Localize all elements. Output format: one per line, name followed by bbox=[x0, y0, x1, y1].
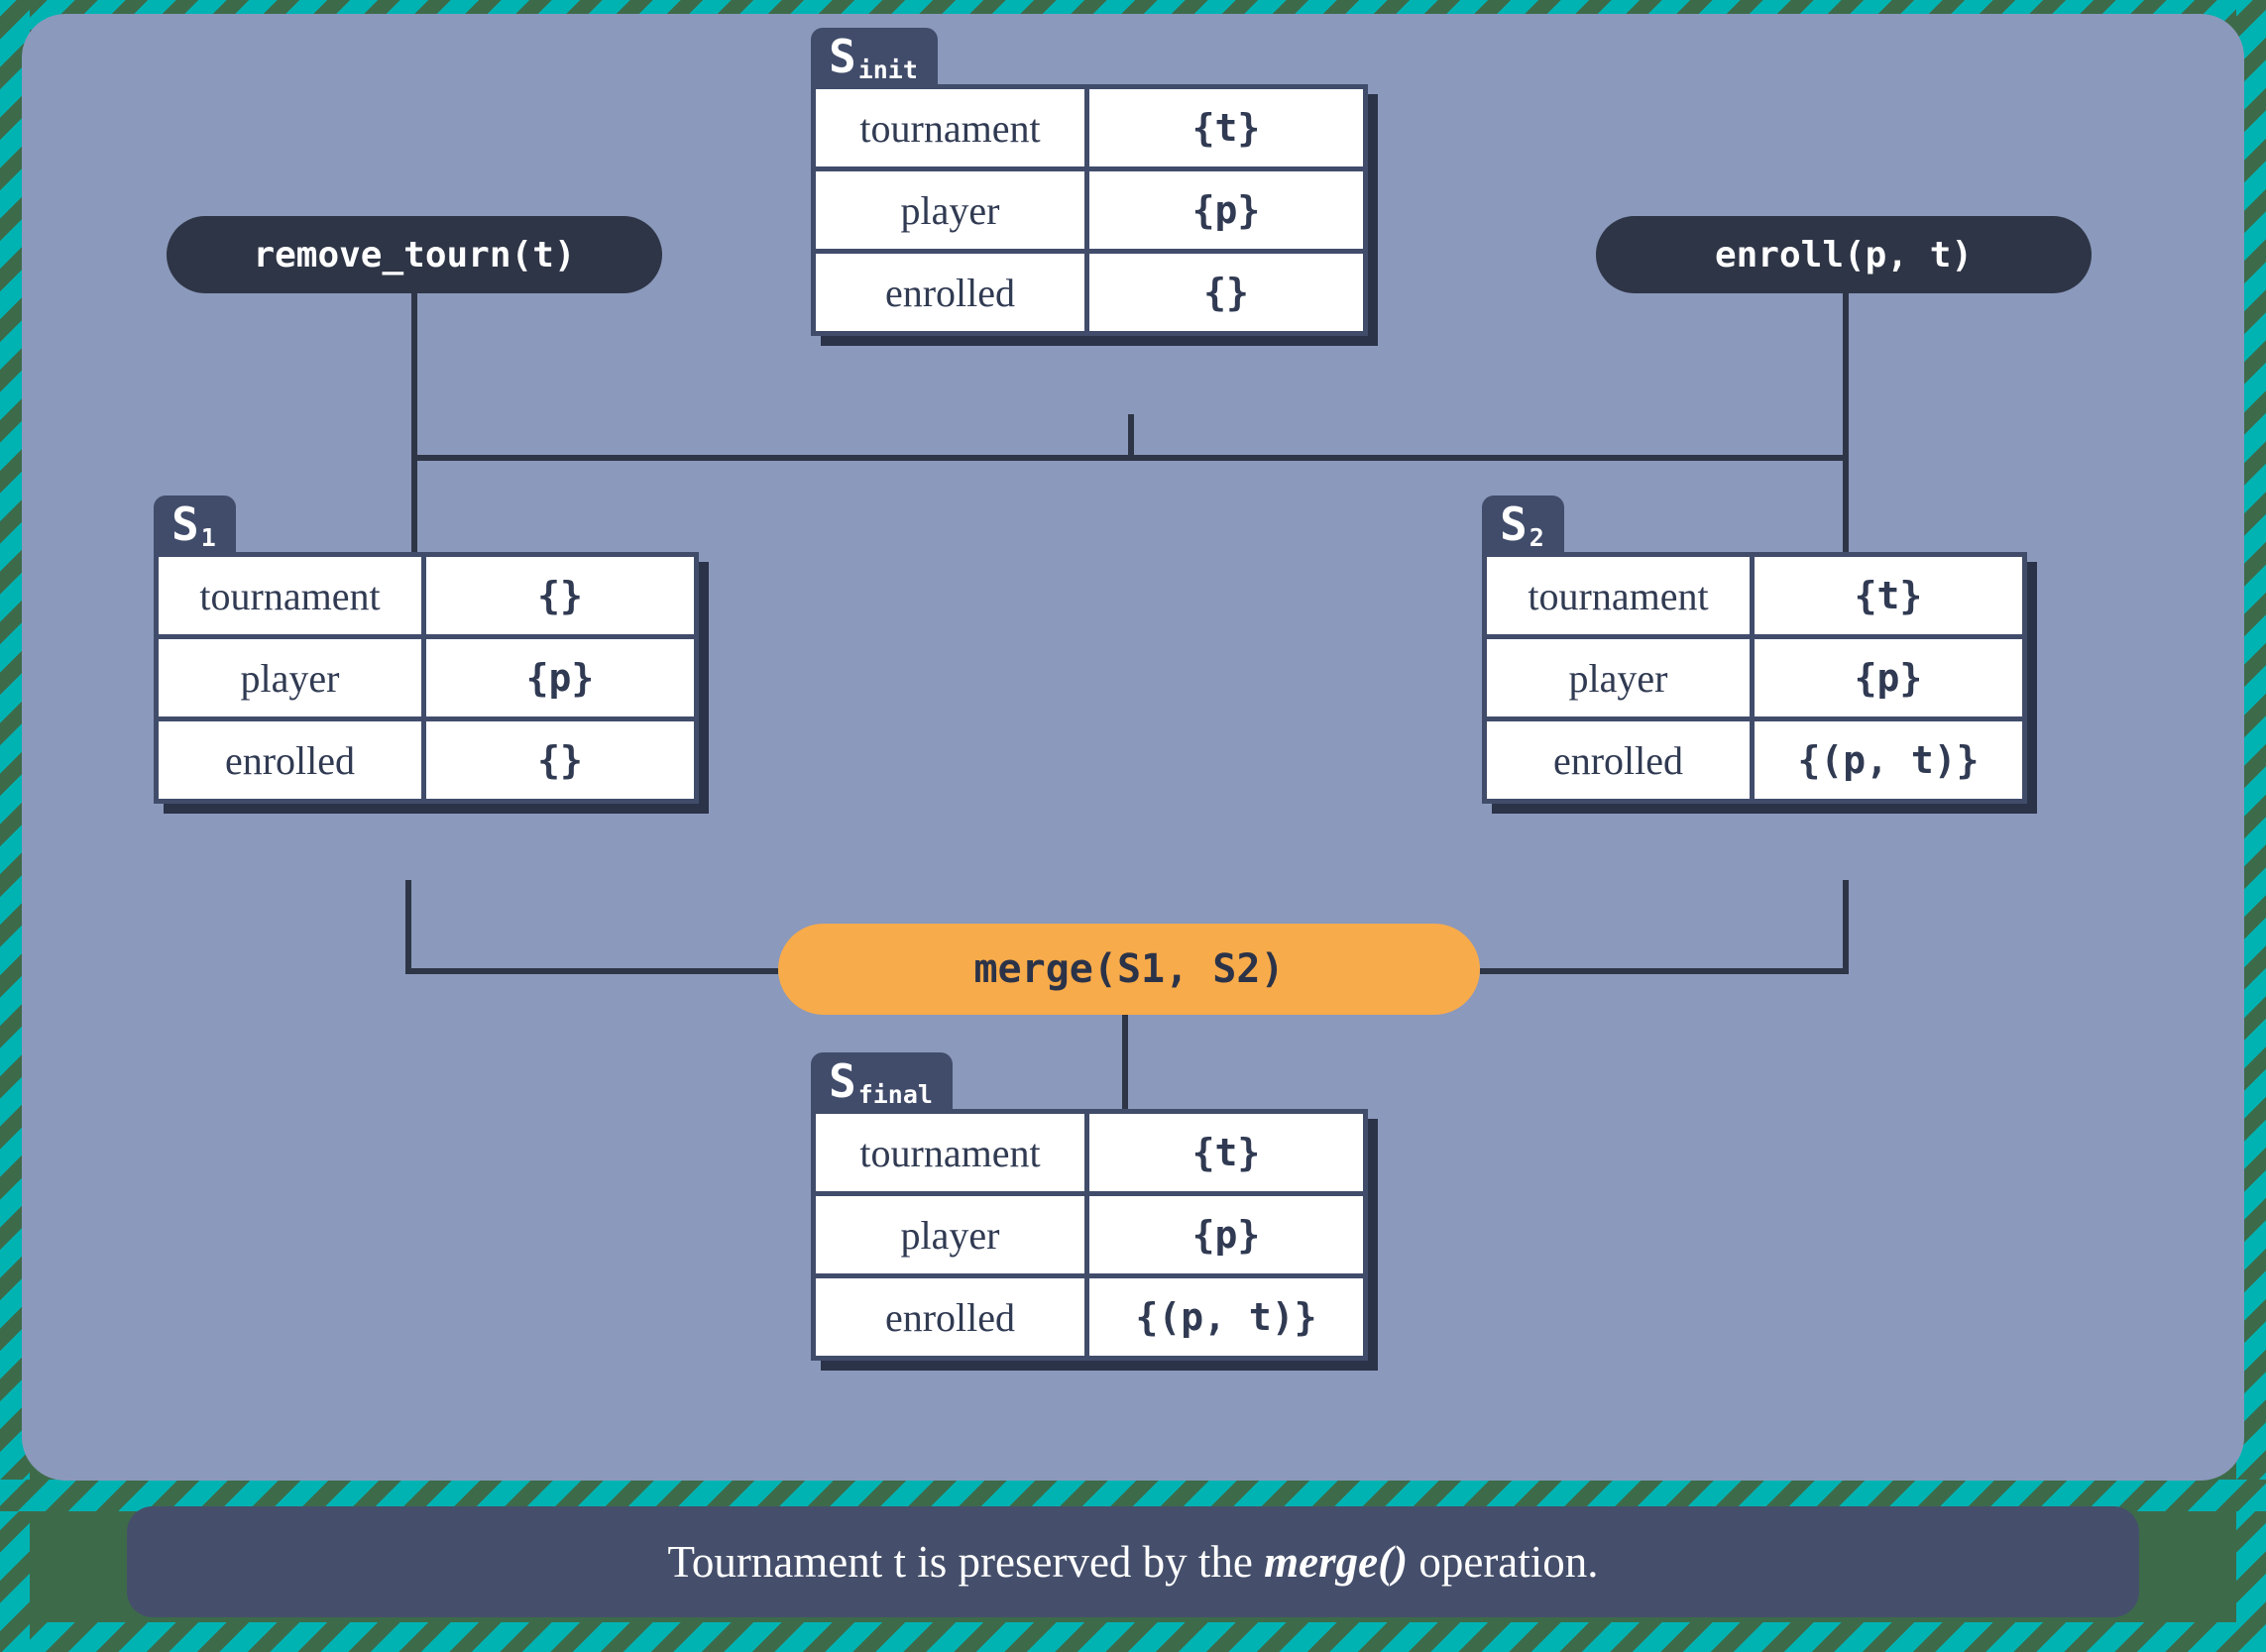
table-row: player {p} bbox=[159, 639, 694, 721]
caption-emphasis: merge() bbox=[1264, 1537, 1409, 1587]
operation-merge[interactable]: merge(S1, S2) bbox=[778, 924, 1480, 1015]
state-table-init: tournament {t} player {p} enrolled {} bbox=[811, 84, 1368, 336]
row-key: enrolled bbox=[1487, 721, 1755, 799]
row-value: {t} bbox=[1089, 89, 1363, 166]
row-value: {p} bbox=[1755, 639, 2022, 716]
operation-merge-label: merge(S1, S2) bbox=[973, 946, 1285, 992]
table-row: tournament {} bbox=[159, 557, 694, 639]
row-value: {t} bbox=[1755, 557, 2022, 634]
row-key: tournament bbox=[816, 89, 1089, 166]
operation-remove-tourn[interactable]: remove_tourn(t) bbox=[167, 216, 662, 293]
row-key: player bbox=[816, 1196, 1089, 1273]
row-value: {} bbox=[426, 721, 694, 799]
table-row: enrolled {(p, t)} bbox=[1487, 721, 2022, 799]
state-label-s1-main: S bbox=[171, 497, 199, 551]
state-label-s2-sub: 2 bbox=[1529, 523, 1544, 552]
state-label-init: Sinit bbox=[811, 28, 938, 86]
row-key: tournament bbox=[816, 1114, 1089, 1191]
state-label-s1-sub: 1 bbox=[200, 523, 216, 552]
row-value: {p} bbox=[1089, 171, 1363, 249]
operation-remove-tourn-label: remove_tourn(t) bbox=[253, 234, 576, 275]
state-table-s2: tournament {t} player {p} enrolled {(p, … bbox=[1482, 552, 2027, 804]
table-row: tournament {t} bbox=[1487, 557, 2022, 639]
row-key: enrolled bbox=[816, 254, 1089, 331]
state-card-s1: S1 tournament {} player {p} enrolled {} bbox=[154, 496, 699, 804]
table-row: enrolled {(p, t)} bbox=[816, 1278, 1363, 1356]
table-row: enrolled {} bbox=[816, 254, 1363, 331]
row-value: {} bbox=[426, 557, 694, 634]
state-label-init-sub: init bbox=[857, 55, 918, 84]
table-row: player {p} bbox=[816, 1196, 1363, 1278]
row-key: player bbox=[159, 639, 426, 716]
row-key: enrolled bbox=[159, 721, 426, 799]
row-key: tournament bbox=[1487, 557, 1755, 634]
state-label-s1: S1 bbox=[154, 496, 236, 554]
state-label-init-main: S bbox=[829, 30, 856, 83]
state-card-init: Sinit tournament {t} player {p} enrolled… bbox=[811, 28, 1368, 336]
state-card-s2: S2 tournament {t} player {p} enrolled {(… bbox=[1482, 496, 2027, 804]
state-label-s2: S2 bbox=[1482, 496, 1564, 554]
operation-enroll-label: enroll(p, t) bbox=[1714, 234, 1974, 275]
row-key: enrolled bbox=[816, 1278, 1089, 1356]
caption-text: Tournament t is preserved by the merge()… bbox=[667, 1536, 1598, 1588]
row-value: {t} bbox=[1089, 1114, 1363, 1191]
stripe-border-bottom bbox=[0, 1622, 2266, 1652]
operation-enroll[interactable]: enroll(p, t) bbox=[1596, 216, 2092, 293]
row-value: {p} bbox=[1089, 1196, 1363, 1273]
state-label-final-sub: final bbox=[857, 1080, 933, 1109]
state-table-s1: tournament {} player {p} enrolled {} bbox=[154, 552, 699, 804]
state-card-final: Sfinal tournament {t} player {p} enrolle… bbox=[811, 1052, 1368, 1361]
row-key: player bbox=[1487, 639, 1755, 716]
table-row: player {p} bbox=[816, 171, 1363, 254]
state-label-final: Sfinal bbox=[811, 1052, 953, 1111]
caption-before: Tournament t is preserved by the bbox=[667, 1537, 1265, 1587]
table-row: tournament {t} bbox=[816, 89, 1363, 171]
stripe-divider bbox=[0, 1480, 2266, 1511]
caption-after: operation. bbox=[1408, 1537, 1599, 1587]
row-key: tournament bbox=[159, 557, 426, 634]
row-key: player bbox=[816, 171, 1089, 249]
state-label-final-main: S bbox=[829, 1054, 856, 1108]
state-label-s2-main: S bbox=[1500, 497, 1528, 551]
table-row: enrolled {} bbox=[159, 721, 694, 799]
state-table-final: tournament {t} player {p} enrolled {(p, … bbox=[811, 1109, 1368, 1361]
table-row: player {p} bbox=[1487, 639, 2022, 721]
row-value: {} bbox=[1089, 254, 1363, 331]
table-row: tournament {t} bbox=[816, 1114, 1363, 1196]
row-value: {(p, t)} bbox=[1089, 1278, 1363, 1356]
caption-bar: Tournament t is preserved by the merge()… bbox=[127, 1506, 2139, 1617]
row-value: {(p, t)} bbox=[1755, 721, 2022, 799]
row-value: {p} bbox=[426, 639, 694, 716]
